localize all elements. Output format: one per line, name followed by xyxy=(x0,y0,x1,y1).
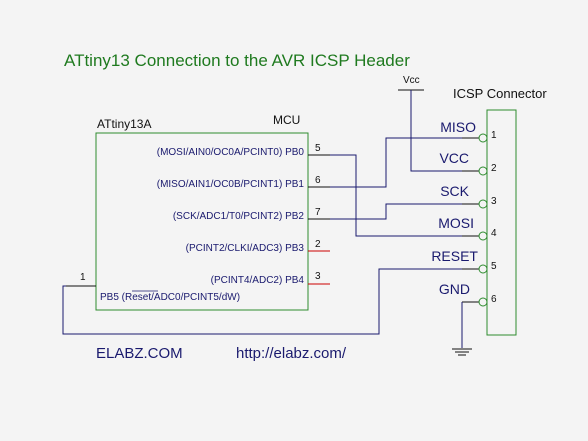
diagram-title: ATtiny13 Connection to the AVR ICSP Head… xyxy=(64,51,410,70)
icsp-pin-vcc-label: VCC xyxy=(439,150,469,166)
icsp-pin-3-socket xyxy=(478,199,488,209)
mcu-pin-pb0-num: 5 xyxy=(315,143,321,154)
wire-sck xyxy=(330,203,462,220)
mcu-pin-pb5-label: PB5 (Reset/ADC0/PCINT5/dW) xyxy=(100,292,240,303)
icsp-pin-6-num: 6 xyxy=(491,294,497,305)
mcu-role-label: MCU xyxy=(273,113,300,127)
icsp-pin-1-num: 1 xyxy=(491,130,497,141)
mcu-pin-pb3-label: (PCINT2/CLKI/ADC3) PB3 xyxy=(186,243,305,254)
icsp-title: ICSP Connector xyxy=(453,86,547,101)
icsp-pin-2-socket xyxy=(478,166,488,176)
mcu-pin-pb2-num: 7 xyxy=(315,207,321,218)
icsp-pin-miso-label: MISO xyxy=(440,119,476,135)
icsp-pin-mosi-label: MOSI xyxy=(438,215,474,231)
icsp-pin-3-num: 3 xyxy=(491,196,497,207)
wire-vcc xyxy=(410,90,462,172)
mcu-pin-pb4-num: 3 xyxy=(315,271,321,282)
icsp-pin-5-num: 5 xyxy=(491,261,497,272)
mcu-pin-pb0-label: (MOSI/AIN0/OC0A/PCINT0) PB0 xyxy=(157,147,305,158)
wire-mosi xyxy=(330,154,462,237)
wire-reset xyxy=(62,268,462,335)
wire-miso xyxy=(330,137,462,188)
icsp-pin-1-socket xyxy=(478,133,488,143)
mcu-pin-pb3-num: 2 xyxy=(315,239,321,250)
icsp-pin-4-socket xyxy=(478,231,488,241)
mcu-pin-pb5-num: 1 xyxy=(80,272,86,283)
icsp-pin-5-socket xyxy=(478,264,488,274)
footer-brand: ELABZ.COM xyxy=(96,345,183,362)
mcu-pin-pb2-label: (SCK/ADC1/T0/PCINT2) PB2 xyxy=(173,211,305,222)
icsp-pin-gnd-label: GND xyxy=(439,281,470,297)
icsp-pin-6-socket xyxy=(478,297,488,307)
mcu-pin-pb4-label: (PCINT4/ADC2) PB4 xyxy=(211,275,305,286)
mcu-box xyxy=(95,132,309,311)
icsp-pin-2-num: 2 xyxy=(491,163,497,174)
ground-icon xyxy=(452,348,472,356)
mcu-part-label: ATtiny13A xyxy=(97,117,151,131)
icsp-pin-sck-label: SCK xyxy=(440,183,469,199)
vcc-label: Vcc xyxy=(403,75,420,86)
footer-url[interactable]: http://elabz.com/ xyxy=(236,345,347,362)
mcu-pin-pb1-num: 6 xyxy=(315,175,321,186)
mcu-pin-pb1-label: (MISO/AIN1/OC0B/PCINT1) PB1 xyxy=(157,179,305,190)
icsp-pin-4-num: 4 xyxy=(491,228,497,239)
icsp-box xyxy=(486,109,517,336)
icsp-pin-reset-label: RESET xyxy=(431,248,478,264)
